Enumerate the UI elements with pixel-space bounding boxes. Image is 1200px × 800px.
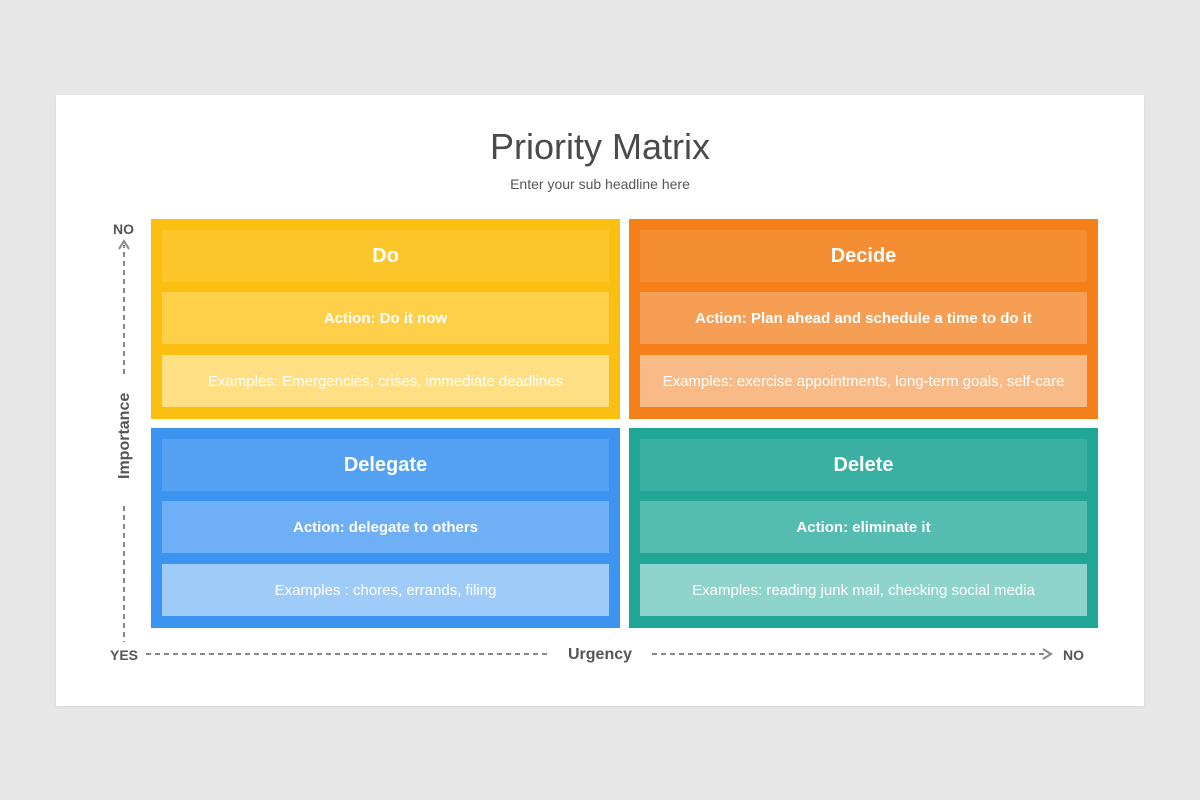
urgency-right-label: NO xyxy=(1063,647,1084,663)
quadrant-title: Decide xyxy=(640,230,1087,282)
quadrant-examples: Examples: reading junk mail, checking so… xyxy=(640,564,1087,616)
importance-top-label: NO xyxy=(113,221,134,237)
quadrant-delete: Delete Action: eliminate it Examples: re… xyxy=(629,428,1098,628)
quadrant-title: Do xyxy=(162,230,609,282)
quadrant-action: Action: delegate to others xyxy=(162,501,609,553)
page-subtitle: Enter your sub headline here xyxy=(510,176,690,192)
urgency-axis-title: Urgency xyxy=(567,646,633,663)
quadrant-title: Delegate xyxy=(162,439,609,491)
quadrant-action: Action: Plan ahead and schedule a time t… xyxy=(640,292,1087,344)
quadrant-examples: Examples: Emergencies, crises, immediate… xyxy=(162,355,609,407)
quadrant-examples: Examples: exercise appointments, long-te… xyxy=(640,355,1087,407)
quadrant-examples: Examples : chores, errands, filing xyxy=(162,564,609,616)
urgency-left-label: YES xyxy=(110,647,139,663)
importance-axis-title: Importance xyxy=(116,392,133,479)
quadrant-delegate: Delegate Action: delegate to others Exam… xyxy=(151,428,620,628)
quadrant-action: Action: eliminate it xyxy=(640,501,1087,553)
quadrant-do: Do Action: Do it now Examples: Emergenci… xyxy=(151,219,620,419)
page-title: Priority Matrix xyxy=(489,126,710,167)
quadrant-decide: Decide Action: Plan ahead and schedule a… xyxy=(629,219,1098,419)
quadrant-title: Delete xyxy=(640,439,1087,491)
quadrant-action: Action: Do it now xyxy=(162,292,609,344)
